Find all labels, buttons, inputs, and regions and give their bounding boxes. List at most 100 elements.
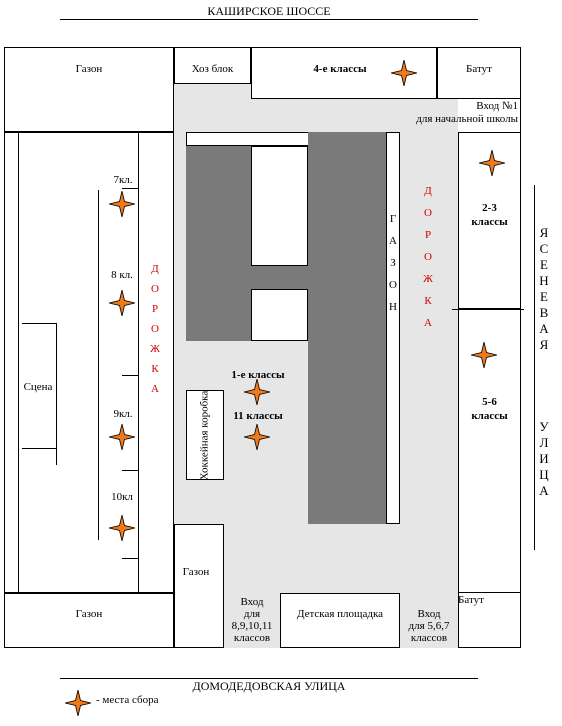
lawn-mid-letter: Г	[389, 213, 397, 225]
right-road-label-1: Я С Е Н Е В А Я	[536, 226, 552, 351]
building-courtyard-upper	[251, 146, 308, 266]
hockey-rink	[186, 390, 224, 480]
street-letter: А	[539, 483, 549, 498]
lawn-bottom-left-label: Газон	[75, 608, 103, 620]
trampoline-top-label: Батут	[466, 63, 492, 75]
path-right-letter: Д	[424, 185, 432, 197]
grade56-label-line2: классы	[471, 410, 508, 422]
building-left-wing	[186, 146, 251, 341]
entrance-5-7-line3: классов	[410, 632, 448, 644]
class-tick-2	[122, 375, 138, 376]
lawn-bottom-mid-label: Газон	[182, 566, 210, 578]
building-courtyard-lower	[251, 289, 308, 341]
grade4-label: 4-е классы	[313, 63, 367, 75]
path-left-letter: О	[151, 283, 159, 295]
street-letter: С	[539, 241, 549, 256]
grade23-label-line2: классы	[471, 216, 508, 228]
star-icon	[391, 60, 417, 86]
grade1-label: 1-е классы	[231, 369, 285, 381]
path-right-letter: А	[424, 317, 432, 329]
street-letter: Е	[540, 289, 548, 304]
path-left-letter: Ж	[150, 343, 160, 355]
path-right-letter: О	[424, 207, 432, 219]
street-letter: А	[539, 321, 549, 336]
grade56-label-line1: 5-6	[482, 396, 497, 408]
bottom-road-line	[60, 678, 478, 679]
street-letter: Я	[539, 225, 549, 240]
entrance-8-11-line1: Вход	[240, 596, 264, 608]
lawn-top-left-label: Газон	[75, 63, 103, 75]
legend-label: - места сбора	[96, 694, 159, 706]
entrance-5-7-line1: Вход	[417, 608, 441, 620]
entrance1-label-line1: Вход №1	[476, 100, 518, 112]
playground	[280, 593, 400, 648]
utility-block-label: Хоз блок	[191, 63, 234, 75]
street-letter: И	[539, 451, 549, 466]
right-road-line	[534, 185, 535, 550]
street-letter: Е	[540, 257, 548, 272]
street-letter: Л	[539, 435, 549, 450]
left-zone-inner-line-2	[138, 132, 139, 593]
star-icon	[471, 342, 497, 368]
zone-divider-line	[452, 309, 524, 310]
left-zone	[4, 132, 174, 593]
class9-label: 9кл.	[113, 408, 133, 420]
star-icon	[244, 379, 270, 405]
lawn-bottom-mid	[174, 524, 224, 648]
stage-right-line	[56, 323, 57, 465]
lawn-mid-letter: А	[389, 235, 397, 247]
star-icon	[109, 290, 135, 316]
path-right-letter: К	[424, 295, 432, 307]
lawn-mid-letter: Н	[389, 301, 397, 313]
entrance1-label-line2: для начальной школы	[416, 113, 518, 125]
top-road-label: КАШИРСКОЕ ШОССЕ	[207, 4, 331, 18]
path-left-letter: Р	[151, 303, 159, 315]
left-zone-bottom-inner-line	[18, 592, 138, 593]
left-zone-inner-line	[18, 132, 19, 593]
entrance-8-11-line2: для	[243, 608, 261, 620]
class-tick-3	[122, 470, 138, 471]
building-right-wing	[308, 132, 386, 524]
lawn-mid-strip	[386, 132, 400, 524]
trampoline-top	[437, 47, 521, 99]
class-tick-4	[122, 558, 138, 559]
grade23-label-line1: 2-3	[482, 202, 497, 214]
path-left-letter: О	[151, 323, 159, 335]
class10-label: 10кл	[111, 491, 133, 503]
entrance-8-11-line3: 8,9,10,11	[231, 620, 273, 632]
class7-label: 7кл.	[113, 174, 133, 186]
star-icon	[479, 150, 505, 176]
path-right-letter: Р	[424, 229, 432, 241]
grade11-label: 11 классы	[233, 410, 283, 422]
lawn-mid-letter: О	[389, 279, 397, 291]
street-letter: У	[539, 419, 549, 434]
entrance-5-7-line2: для 5,6,7	[408, 620, 450, 632]
path-right-letter: Ж	[423, 273, 433, 285]
stage-label: Сцена	[23, 381, 53, 393]
street-letter: Н	[539, 273, 549, 288]
hockey-rink-label: Хоккейная коробка	[198, 390, 211, 481]
class-tick-1	[122, 188, 138, 189]
path-left-label: Д О Р О Ж К А	[146, 264, 164, 395]
yard-area-right-strip	[400, 130, 458, 648]
street-letter: Я	[539, 337, 549, 352]
lawn-top-left	[4, 47, 174, 132]
star-icon	[244, 424, 270, 450]
class8-label: 8 кл.	[111, 269, 133, 281]
lawn-bottom-left	[4, 593, 174, 648]
street-letter: В	[539, 305, 549, 320]
playground-label: Детская площадка	[296, 608, 384, 620]
utility-block	[174, 47, 251, 84]
path-left-letter: К	[151, 363, 159, 375]
star-icon	[109, 191, 135, 217]
lawn-mid-letter: З	[390, 257, 396, 269]
building-connector	[251, 266, 308, 289]
top-road-line	[60, 19, 478, 20]
path-right-label: Д О Р О Ж К А	[419, 186, 437, 329]
street-letter: Ц	[539, 467, 549, 482]
right-road-label-2: У Л И Ц А	[536, 420, 552, 497]
lawn-mid-label: Г А З О Н	[386, 214, 400, 313]
star-icon	[109, 424, 135, 450]
trampoline-bottom	[458, 593, 521, 648]
bottom-road-label: ДОМОДЕДОВСКАЯ УЛИЦА	[192, 679, 346, 693]
